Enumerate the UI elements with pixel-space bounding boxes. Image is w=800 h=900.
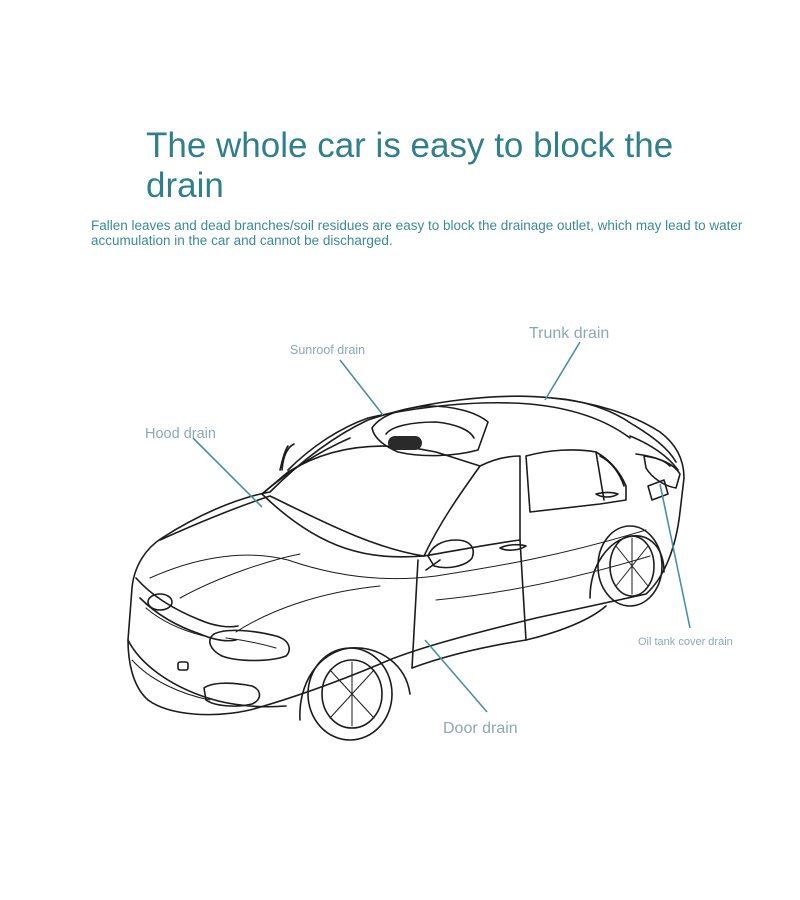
door-drain-leader [424,639,488,713]
hood-drain-label: Hood drain [145,426,216,442]
hood-drain-leader [192,437,263,508]
sunroof-drain-label: Sunroof drain [290,343,365,357]
trunk-drain-leader [544,341,581,401]
trunk-drain-label: Trunk drain [529,325,609,342]
sunroof-drain-leader [339,359,384,416]
oil-tank-cover-drain-label: Oil tank cover drain [638,636,733,648]
door-drain-label: Door drain [443,720,518,737]
page-subtitle: Fallen leaves and dead branches/soil res… [91,218,743,248]
car-outline-icon [127,395,685,741]
oil-tank-cover-drain-leader [659,483,691,629]
page-title: The whole car is easy to block the drain [146,126,674,205]
